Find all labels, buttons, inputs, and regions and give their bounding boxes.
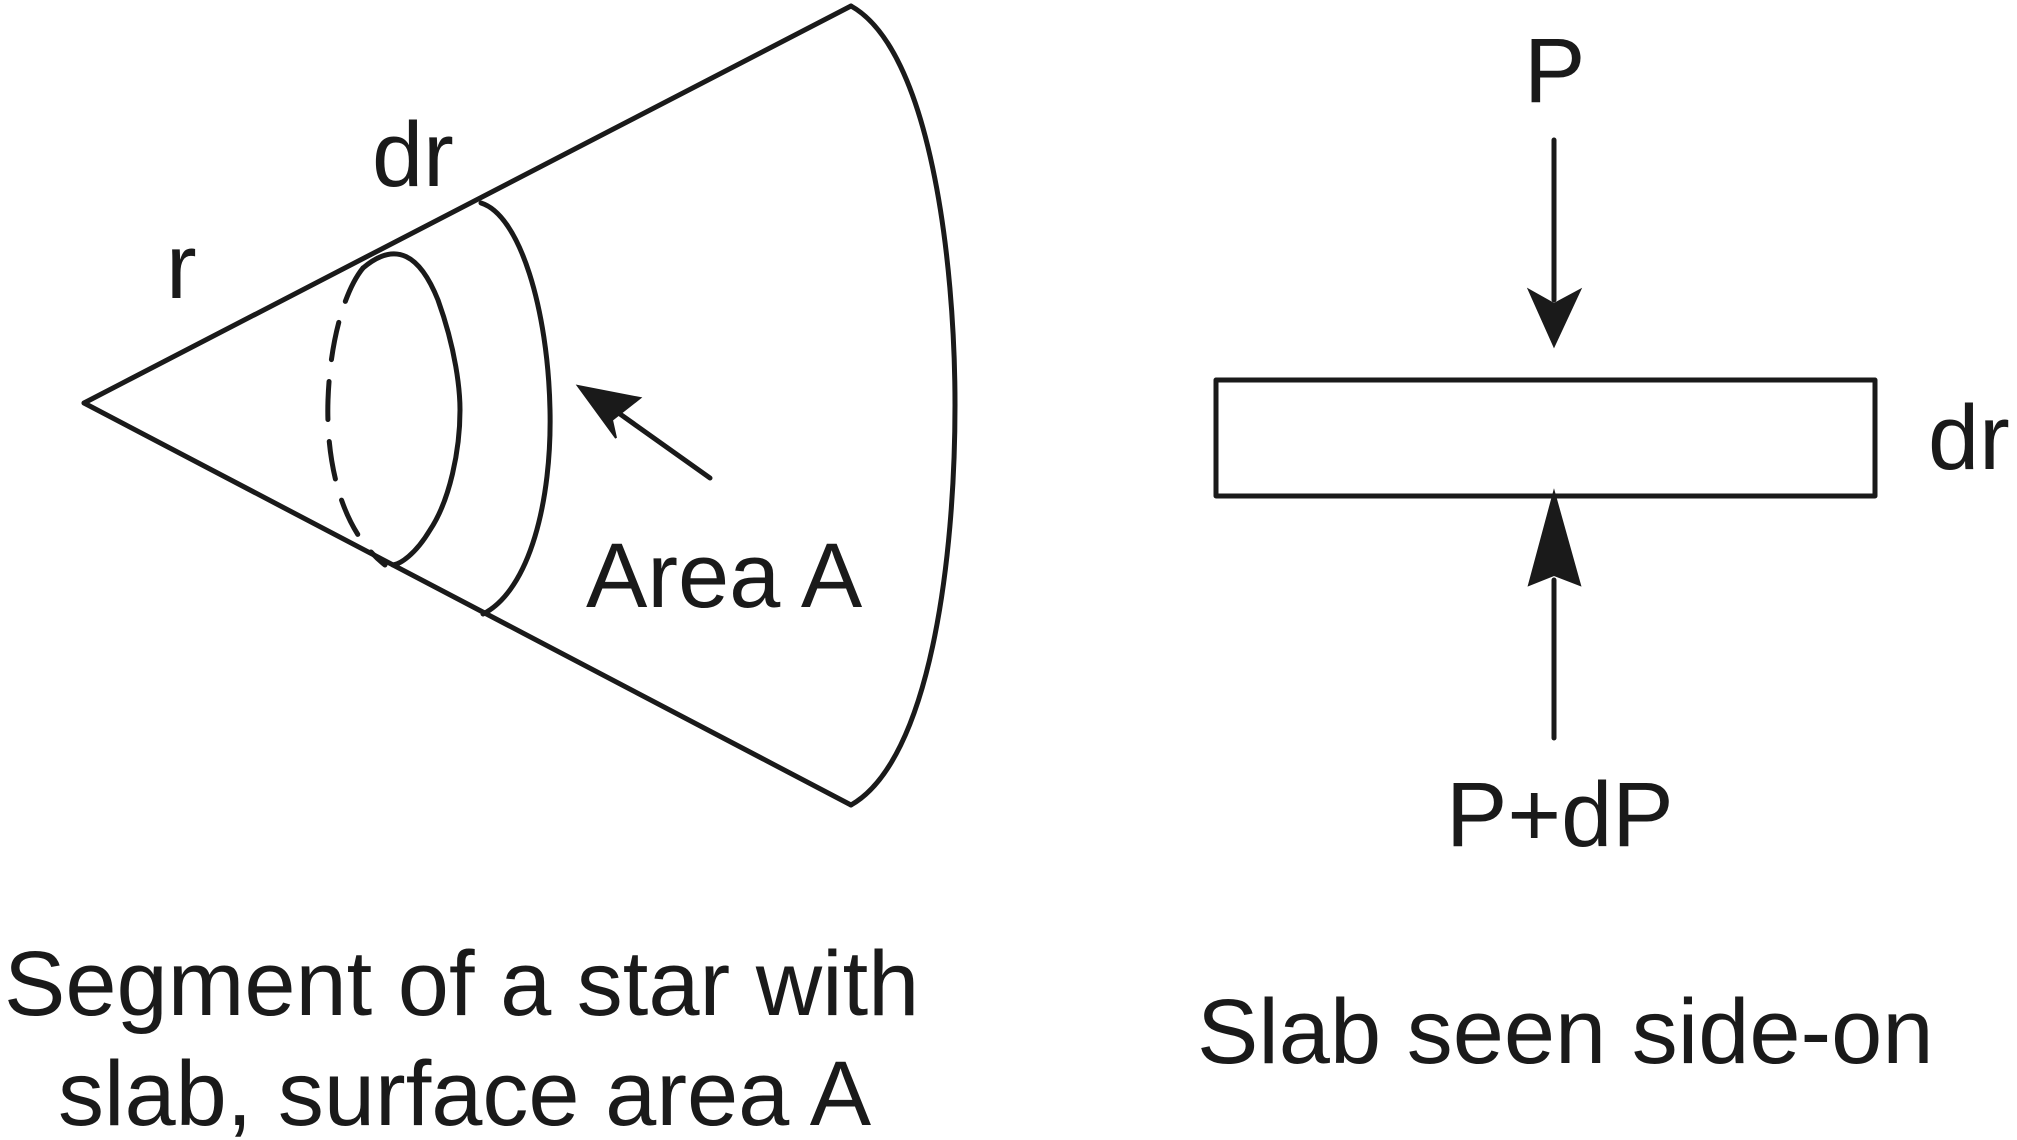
dr-label: dr xyxy=(372,104,454,206)
area-pointer-arrowhead xyxy=(575,384,643,439)
cone-outer-cap xyxy=(848,3,958,808)
area-label: Area A xyxy=(586,525,863,627)
top-pressure-arrowhead xyxy=(1526,287,1583,349)
left-caption-line-1: Segment of a star with xyxy=(4,933,919,1035)
left-caption-line-2: slab, surface area A xyxy=(58,1043,872,1140)
slab-side-view-figure: P P+dP dr xyxy=(1213,20,2010,866)
slab-inner-front-arc xyxy=(360,251,463,568)
slab-thickness-label: dr xyxy=(1928,387,2010,489)
bottom-pressure-label: P+dP xyxy=(1446,764,1674,866)
cone-upper-edge xyxy=(81,3,854,406)
slab-inner-back-arc xyxy=(325,265,388,568)
area-pointer-shaft xyxy=(617,411,713,481)
cone-segment-figure: dr r Area A xyxy=(81,3,958,808)
slab-rectangle xyxy=(1213,377,1878,499)
right-caption: Slab seen side-on xyxy=(1197,981,1934,1083)
bottom-pressure-arrowhead xyxy=(1527,488,1582,587)
r-label: r xyxy=(166,216,197,318)
top-pressure-label: P xyxy=(1524,20,1585,122)
slab-outer-front-arc xyxy=(478,200,553,617)
cone-lower-edge xyxy=(81,400,854,808)
